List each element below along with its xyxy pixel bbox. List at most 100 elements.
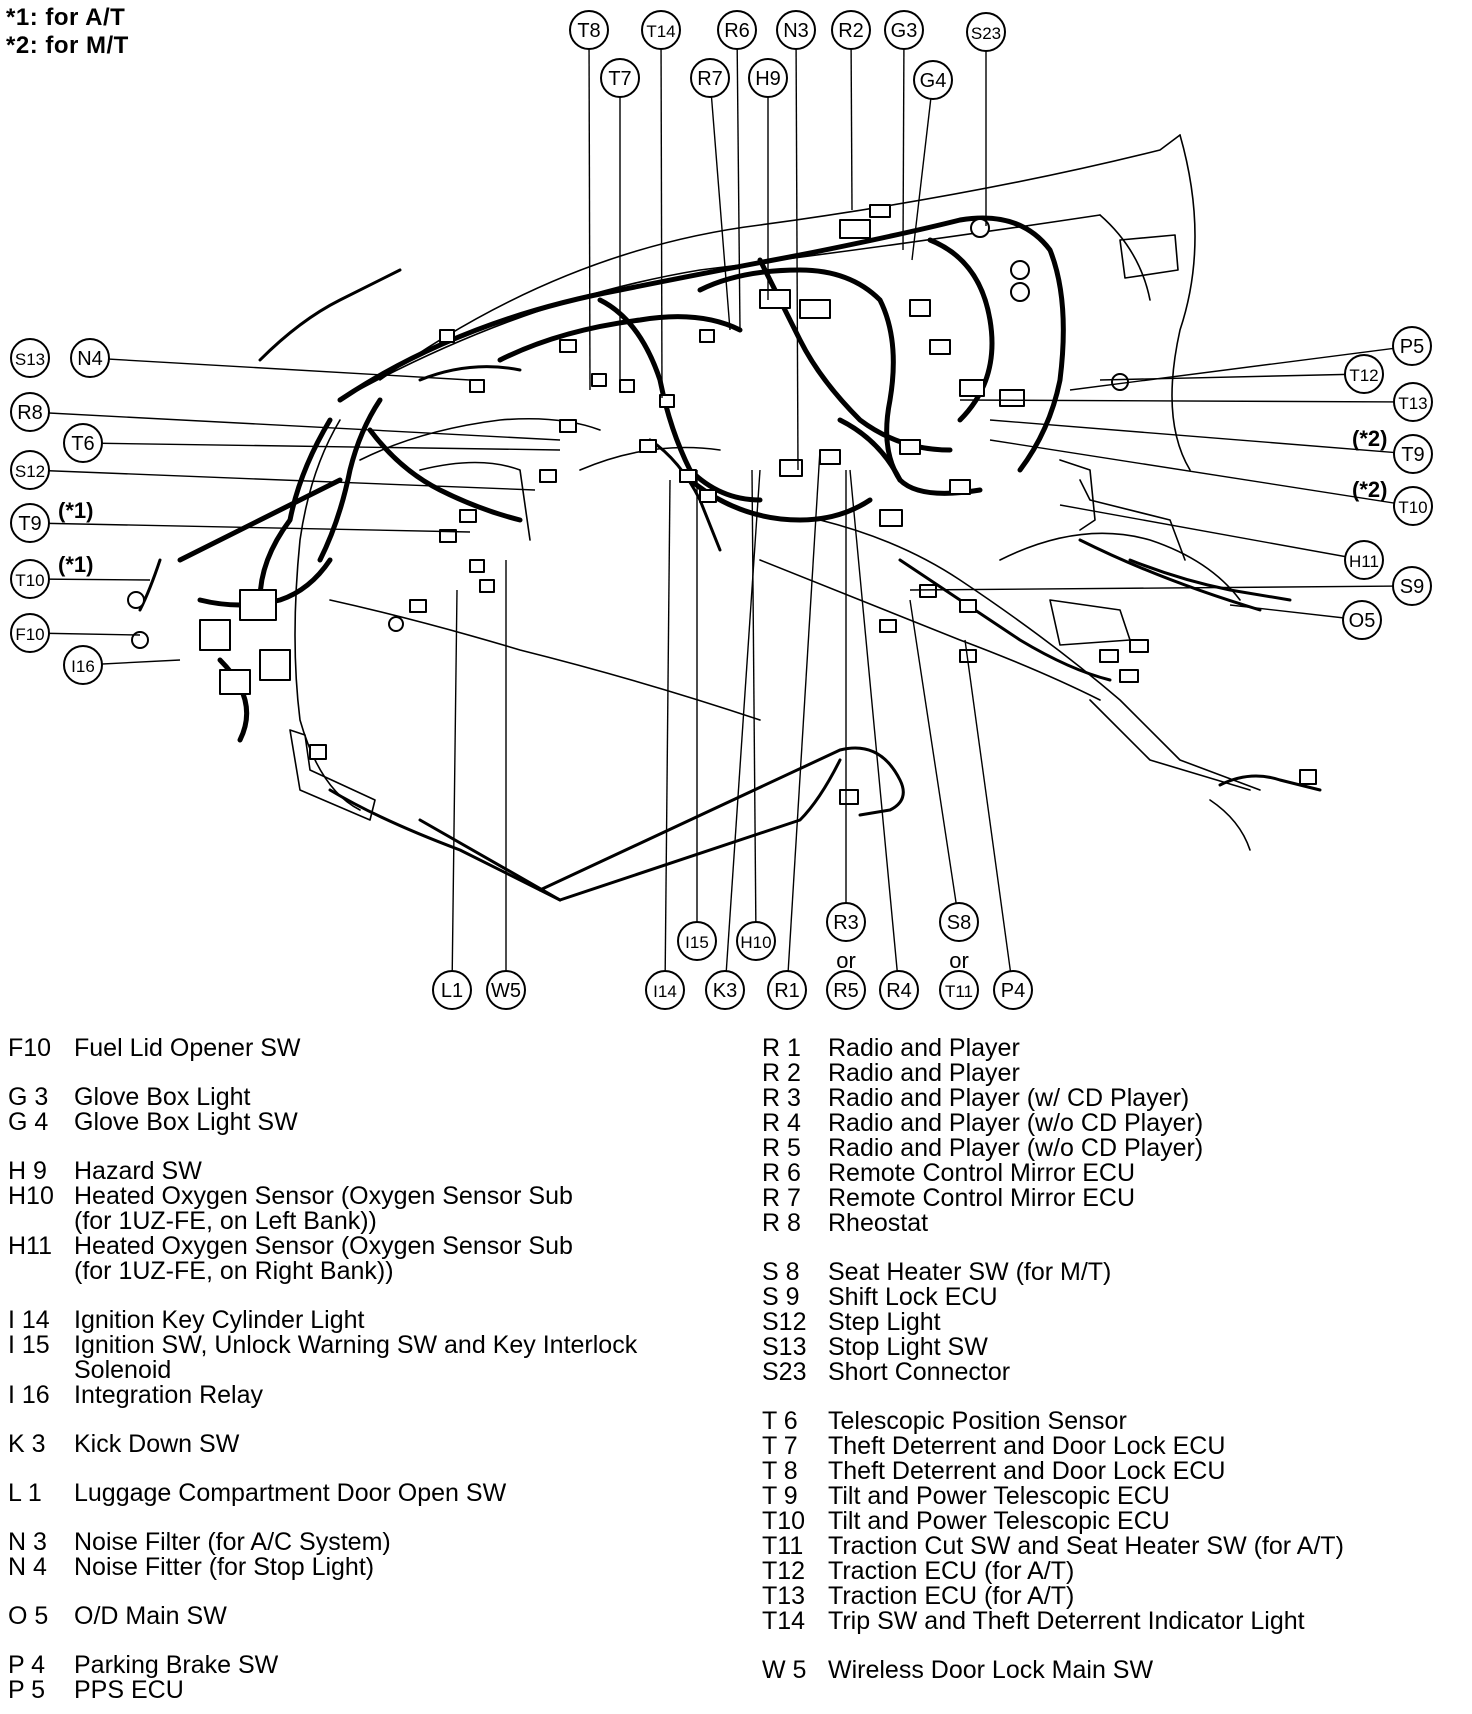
legend-code: R 1 [762,1034,801,1062]
callout-f10: F10 [10,613,50,653]
callout-r1: R1 [767,970,807,1010]
leader-line-g4 [911,79,934,261]
callout-label: N3 [783,20,809,42]
leader-line-s12 [29,469,536,491]
legend-description: Solenoid [74,1356,172,1384]
leader-line-i14 [664,479,671,991]
leader-line-t9-right [989,419,1414,455]
callout-t10-left: T10 [10,559,50,599]
callout-circle [10,559,50,599]
note-mt: *2: for M/T [6,32,129,59]
callout-circle [10,392,50,432]
callout-circle [884,10,924,50]
harness-branches [138,268,1322,902]
callout-circle [10,503,50,543]
legend-description: Noise Filter (for A/C System) [74,1528,391,1556]
callout-t9-left: T9 [10,503,50,543]
callout-t11: T11 [939,970,979,1010]
leader-line-k3 [724,469,761,991]
callout-label: G4 [920,70,947,92]
callout-p4: P4 [993,970,1033,1010]
qualifier-t10-right: (*2) [1352,477,1387,502]
legend-code: R 4 [762,1109,801,1137]
legend-description: Integration Relay [74,1381,264,1409]
legend-code: N 3 [8,1528,47,1556]
legend-code: H 9 [8,1157,47,1185]
callout-label: T10 [1398,498,1427,517]
legend-code: N 4 [8,1553,47,1581]
callout-label: K3 [713,980,737,1002]
callout-label: I14 [653,982,677,1001]
legend-description: Radio and Player [828,1034,1020,1062]
callout-r2: R2 [831,10,871,50]
dash-outline [289,134,1261,851]
callout-circle [677,921,717,961]
callout-circle [1392,566,1432,606]
legend-description: Theft Deterrent and Door Lock ECU [828,1432,1226,1460]
callout-s23: S23 [966,12,1006,52]
callout-circle [748,58,788,98]
qualifier-t10-left: (*1) [58,552,93,577]
callout-label: H10 [740,933,771,952]
note-at: *1: for A/T [6,4,126,31]
callout-label: P4 [1001,980,1025,1002]
callout-circle [63,645,103,685]
callout-circle [993,970,1033,1010]
legend-code: T13 [762,1582,806,1610]
legend-description: Traction Cut SW and Seat Heater SW (for … [828,1532,1344,1560]
legend-code: I 14 [8,1306,50,1334]
callout-t9-right: T9 [1393,434,1433,474]
or-s8-t11: or [949,948,969,973]
callout-label: T10 [15,571,44,590]
legend-description: Fuel Lid Opener SW [74,1034,301,1062]
callout-label: R3 [833,912,859,934]
callout-circle [767,970,807,1010]
callout-t13: T13 [1393,382,1433,422]
callout-p5: P5 [1392,326,1432,366]
callout-w5: W5 [486,970,526,1010]
callout-label: T7 [608,68,631,90]
callout-circle [1392,326,1432,366]
legend-description: (for 1UZ-FE, on Right Bank)) [74,1257,394,1285]
callout-label: R7 [697,68,723,90]
legend-code: K 3 [8,1430,46,1458]
callout-s8: S8 [939,902,979,942]
legend-description: Glove Box Light SW [74,1108,298,1136]
callout-n3: N3 [776,10,816,50]
callout-circle [70,338,110,378]
callout-r3: R3 [826,902,866,942]
legend-code: S 8 [762,1258,800,1286]
harness-main [177,215,1066,743]
legend-description: Wireless Door Lock Main SW [828,1656,1154,1684]
callout-circle [645,970,685,1010]
leader-line-h10 [751,469,757,942]
callout-h11: H11 [1344,540,1384,580]
callout-n4: N4 [70,338,110,378]
callout-l1: L1 [432,970,472,1010]
callout-h10: H10 [736,921,776,961]
legend-code: T 6 [762,1407,798,1435]
callout-circle [1344,354,1384,394]
legend-description: Seat Heater SW (for M/T) [828,1258,1112,1286]
callout-label: T9 [1401,444,1424,466]
legend-description: Telescopic Position Sensor [828,1407,1127,1435]
callout-circle [600,58,640,98]
legend-description: Tilt and Power Telescopic ECU [828,1482,1170,1510]
legend-description: Glove Box Light [74,1083,251,1111]
legend-description: Parking Brake SW [74,1651,279,1679]
callout-circle [690,58,730,98]
callout-r4: R4 [879,970,919,1010]
legend-description: Tilt and Power Telescopic ECU [828,1507,1170,1535]
leader-line-l1 [451,589,458,991]
leader-line-s9 [909,585,1413,591]
legend-code: S 9 [762,1283,800,1311]
leader-line-r2 [850,29,853,211]
callout-i14: I14 [645,970,685,1010]
connectors [127,204,1317,805]
callout-label: R5 [833,980,859,1002]
callout-circle [1393,434,1433,474]
legend-code: F10 [8,1034,52,1062]
legend-code: H11 [8,1232,53,1260]
legend-code: R 2 [762,1059,801,1087]
legend-code: T14 [762,1607,806,1635]
